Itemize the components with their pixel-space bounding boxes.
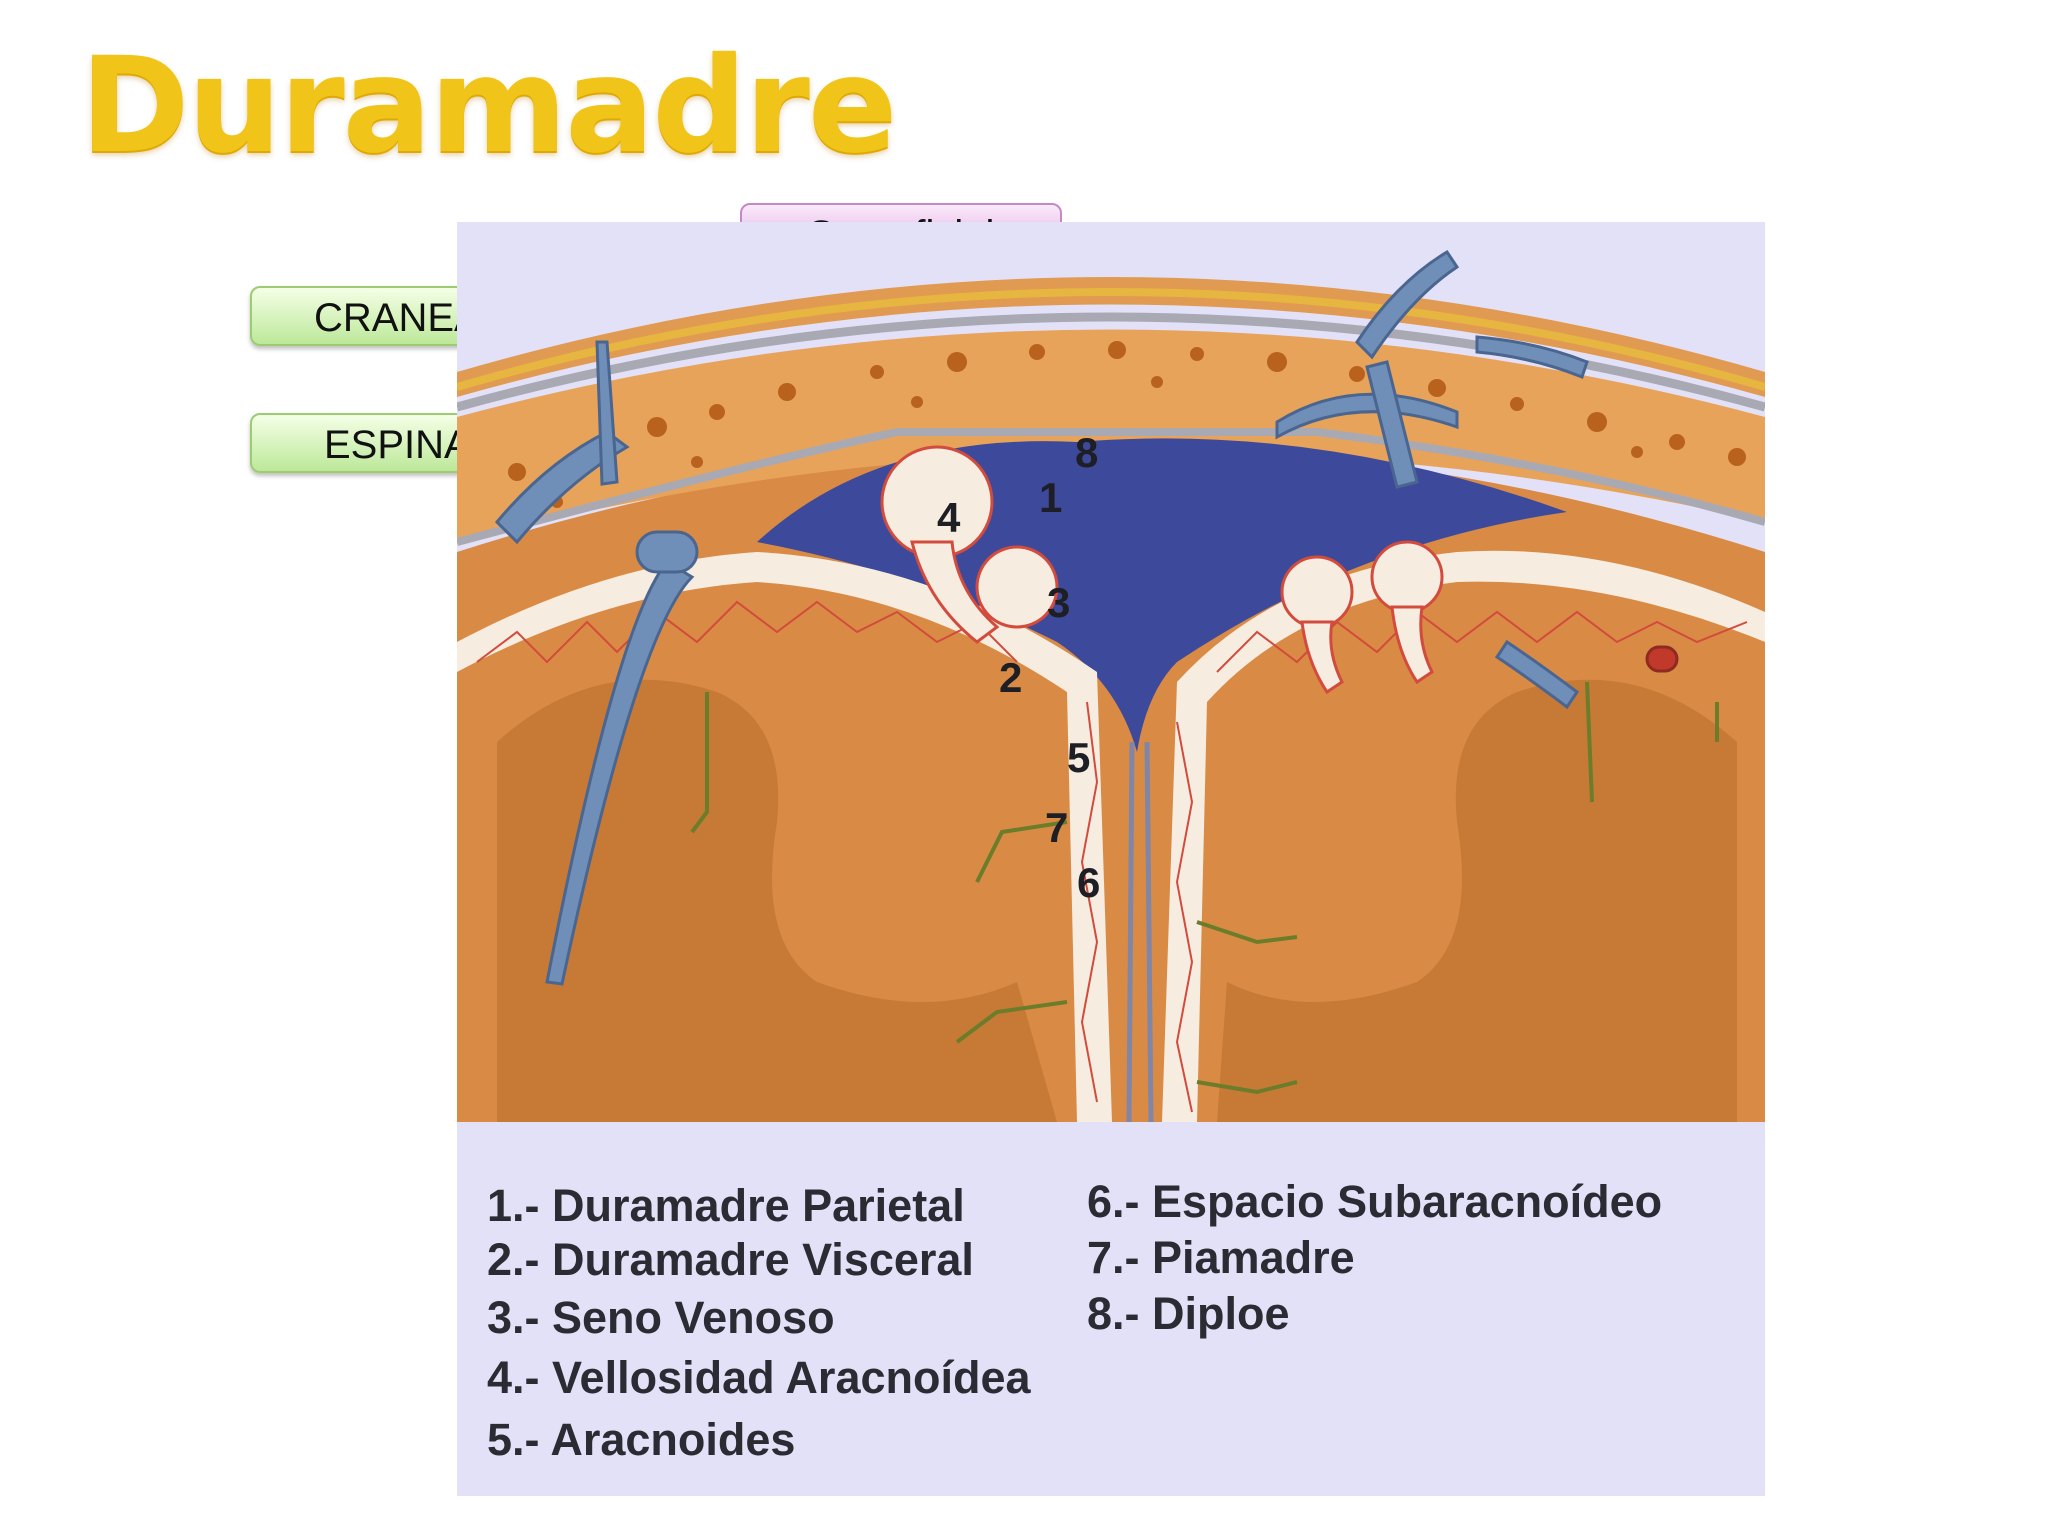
marker-5: 5: [1067, 734, 1090, 781]
meninges-diagram: 8 1 3 4 2 5 7 6 1.- Duramadre Parietal 2…: [457, 222, 1765, 1496]
marker-3: 3: [1047, 579, 1070, 626]
marker-2: 2: [999, 654, 1022, 701]
meninges-illustration: 8 1 3 4 2 5 7 6: [457, 222, 1765, 1122]
legend-item-1: 1.- Duramadre Parietal: [487, 1180, 965, 1231]
marker-1: 1: [1039, 474, 1062, 521]
diagram-legend: 1.- Duramadre Parietal 2.- Duramadre Vis…: [457, 1122, 1765, 1496]
marker-6: 6: [1077, 859, 1100, 906]
legend-item-4: 4.- Vellosidad Aracnoídea: [487, 1352, 1031, 1403]
legend-item-7: 7.- Piamadre: [1087, 1232, 1355, 1283]
legend-item-5: 5.- Aracnoides: [487, 1414, 796, 1465]
slide-title: Duramadre: [80, 29, 897, 183]
legend-item-6: 6.- Espacio Subaracnoídeo: [1087, 1176, 1663, 1227]
legend-item-8: 8.- Diploe: [1087, 1288, 1290, 1339]
legend-item-2: 2.- Duramadre Visceral: [487, 1234, 974, 1285]
marker-4: 4: [937, 494, 961, 541]
marker-8: 8: [1075, 429, 1098, 476]
marker-7: 7: [1045, 804, 1068, 851]
legend-item-3: 3.- Seno Venoso: [487, 1292, 835, 1343]
